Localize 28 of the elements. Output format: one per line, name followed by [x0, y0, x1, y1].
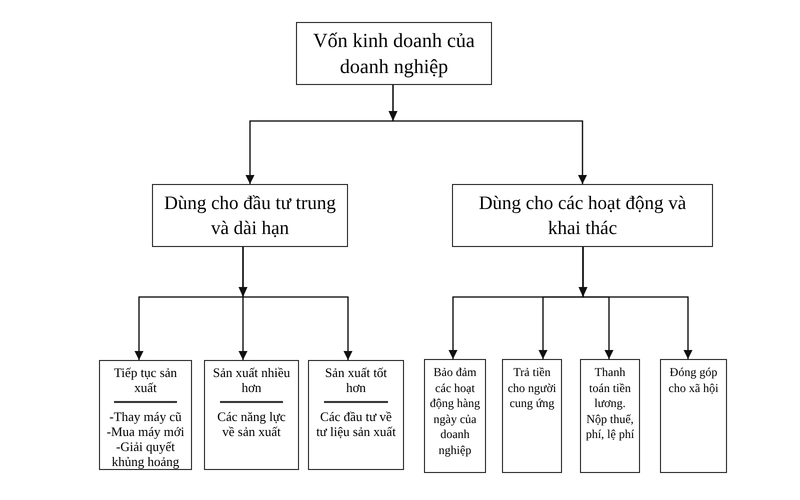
box-text: Đóng góp cho xã hội	[668, 365, 720, 396]
category-box	[308, 360, 404, 470]
box-text: Bảo đảm các hoạt động hàng ngày của doanh nghiệp	[428, 365, 482, 458]
box-text: -Mua máy mới	[106, 424, 184, 438]
box-heading: Sản xuất tốt hơn	[324, 365, 388, 395]
box-heading: Tiếp tục sản xuất	[112, 365, 178, 395]
category-box	[152, 184, 348, 247]
box-text: Trả tiền cho người cung ứng	[506, 365, 558, 412]
box-title: Vốn kinh doanh của doanh nghiệp	[312, 28, 476, 80]
box-text: Thanh toán tiền lương. Nộp thuế, phí, lệ phí	[584, 365, 636, 442]
category-box	[452, 184, 713, 247]
box-title: Dùng cho đầu tư trung và dài hạn	[163, 192, 337, 240]
category-box	[99, 360, 192, 470]
box-text: Các đầu tư về tư liệu sản xuất	[316, 408, 396, 438]
category-box	[502, 359, 562, 473]
box-text: -Giải quyết khủng hoảng	[110, 438, 180, 468]
category-box	[204, 360, 299, 470]
box-text: -Thay máy cũ	[109, 408, 182, 424]
category-box	[580, 359, 640, 473]
box-heading: Sản xuất nhiều hơn	[212, 365, 292, 395]
arrow	[582, 247, 692, 359]
category-box	[424, 359, 486, 473]
category-box	[296, 22, 492, 85]
box-title: Dùng cho các hoạt động và khai thác	[478, 192, 688, 240]
category-box	[660, 359, 727, 473]
box-text: Các năng lực về sản xuất	[216, 408, 287, 438]
arrow	[242, 247, 352, 360]
arrow	[392, 85, 587, 184]
